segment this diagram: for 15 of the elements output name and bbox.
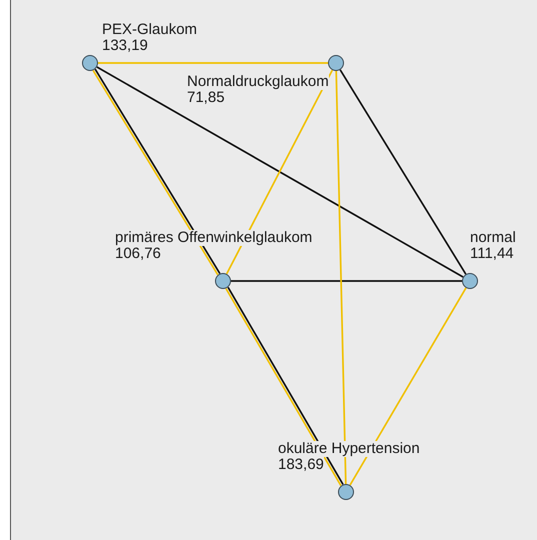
node-value: 106,76: [115, 246, 161, 262]
node-value: 183,69: [278, 457, 324, 473]
connector-line: [231, 280, 462, 282]
node-value: 71,85: [187, 90, 225, 106]
connector-line: [98, 62, 328, 64]
node-value: 111,44: [470, 246, 514, 262]
node-label: okuläre Hypertension: [278, 441, 420, 457]
node-value: 133,19: [102, 38, 148, 54]
connector-line: [349, 287, 467, 486]
node-label: primäres Offenwinkelglaukom: [115, 230, 312, 246]
connector-line: [335, 70, 347, 484]
connector-line: [96, 66, 464, 278]
connector-line: [226, 70, 334, 274]
connector-line: [339, 69, 467, 275]
node-label: Normaldruckglaukom: [187, 74, 329, 90]
